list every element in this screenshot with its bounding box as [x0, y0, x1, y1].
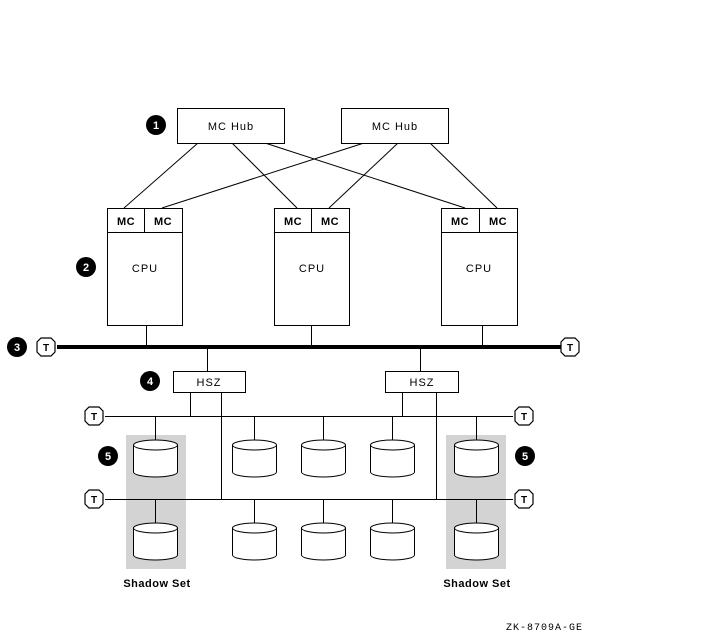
link-hub2-cpu1: [161, 142, 365, 209]
terminator-group: T T T T T T: [36, 337, 580, 509]
shadow-set-label-right: Shadow Set: [443, 578, 510, 590]
cpu-3-label: CPU: [466, 263, 492, 275]
disk-icon: [133, 522, 178, 561]
mc-hub-2: MC Hub: [341, 108, 449, 144]
memory-channel-links: [123, 142, 498, 209]
terminator-icon: T: [36, 337, 56, 357]
callout-4: 4: [140, 371, 160, 391]
disk-icon: [301, 522, 346, 561]
terminator-icon: T: [84, 489, 104, 509]
callout-3: 3: [7, 337, 27, 357]
link-hub2-cpu2: [328, 142, 399, 209]
terminator-icon: T: [514, 406, 534, 426]
callout-group: 1 2 3 4 5 5: [7, 115, 535, 466]
cpu-3-mc-right: MC: [489, 216, 507, 228]
shadow-set-label-left: Shadow Set: [123, 578, 190, 590]
cpu-2-label: CPU: [299, 263, 325, 275]
cpu-1-mc-left: MC: [117, 216, 135, 228]
cpu-1-label: CPU: [132, 263, 158, 275]
cpu-3-mc-left: MC: [451, 216, 469, 228]
hsz-controller-2: HSZ: [385, 371, 459, 393]
terminator-label: T: [521, 495, 527, 506]
disk-icon: [370, 522, 415, 561]
disk-icon: [232, 522, 277, 561]
hsz-bus-drops: [207, 349, 421, 371]
terminator-icon: T: [514, 489, 534, 509]
callout-number: 5: [105, 451, 111, 463]
callout-5: 5: [515, 446, 535, 466]
cpu-1-mc-right: MC: [154, 216, 172, 228]
link-hub1-cpu1: [123, 142, 199, 209]
mc-hub-1: MC Hub: [177, 108, 285, 144]
cpu-1: MC MC CPU: [107, 208, 183, 326]
link-hub1-cpu3: [264, 142, 466, 209]
terminator-label: T: [91, 412, 97, 423]
callout-number: 3: [14, 342, 20, 354]
hsz-1-label: HSZ: [197, 377, 222, 389]
figure-id: ZK-8709A-GE: [506, 623, 583, 634]
disk-icon: [301, 439, 346, 478]
storage-buses: [105, 392, 513, 523]
cpu-2-mc-right: MC: [321, 216, 339, 228]
callout-number: 2: [83, 262, 89, 274]
terminator-label: T: [521, 412, 527, 423]
hsz-2-label: HSZ: [410, 377, 435, 389]
callout-number: 4: [147, 376, 154, 388]
cpu-2: MC MC CPU: [274, 208, 350, 326]
terminator-label: T: [43, 343, 49, 354]
shared-scsi-bus: [57, 345, 561, 349]
disk-icon: [370, 439, 415, 478]
callout-number: 1: [153, 120, 159, 132]
disk-icon: [454, 522, 499, 561]
terminator-icon: T: [560, 337, 580, 357]
callout-5: 5: [98, 446, 118, 466]
terminator-label: T: [567, 343, 573, 354]
mc-hub-2-label: MC Hub: [372, 121, 418, 133]
callout-1: 1: [146, 115, 166, 135]
callout-number: 5: [522, 451, 528, 463]
disk-icon: [232, 439, 277, 478]
hsz-controller-1: HSZ: [173, 371, 246, 393]
mc-hub-1-label: MC Hub: [208, 121, 254, 133]
terminator-label: T: [91, 495, 97, 506]
disk-icon: [454, 439, 499, 478]
disk-icon: [133, 439, 178, 478]
disk-group: [133, 439, 499, 561]
cpu-bus-drops: [146, 325, 483, 347]
cpu-3: MC MC CPU: [441, 208, 518, 326]
link-hub2-cpu3: [429, 142, 498, 209]
cpu-2-mc-left: MC: [284, 216, 302, 228]
terminator-icon: T: [84, 406, 104, 426]
callout-2: 2: [76, 257, 96, 277]
